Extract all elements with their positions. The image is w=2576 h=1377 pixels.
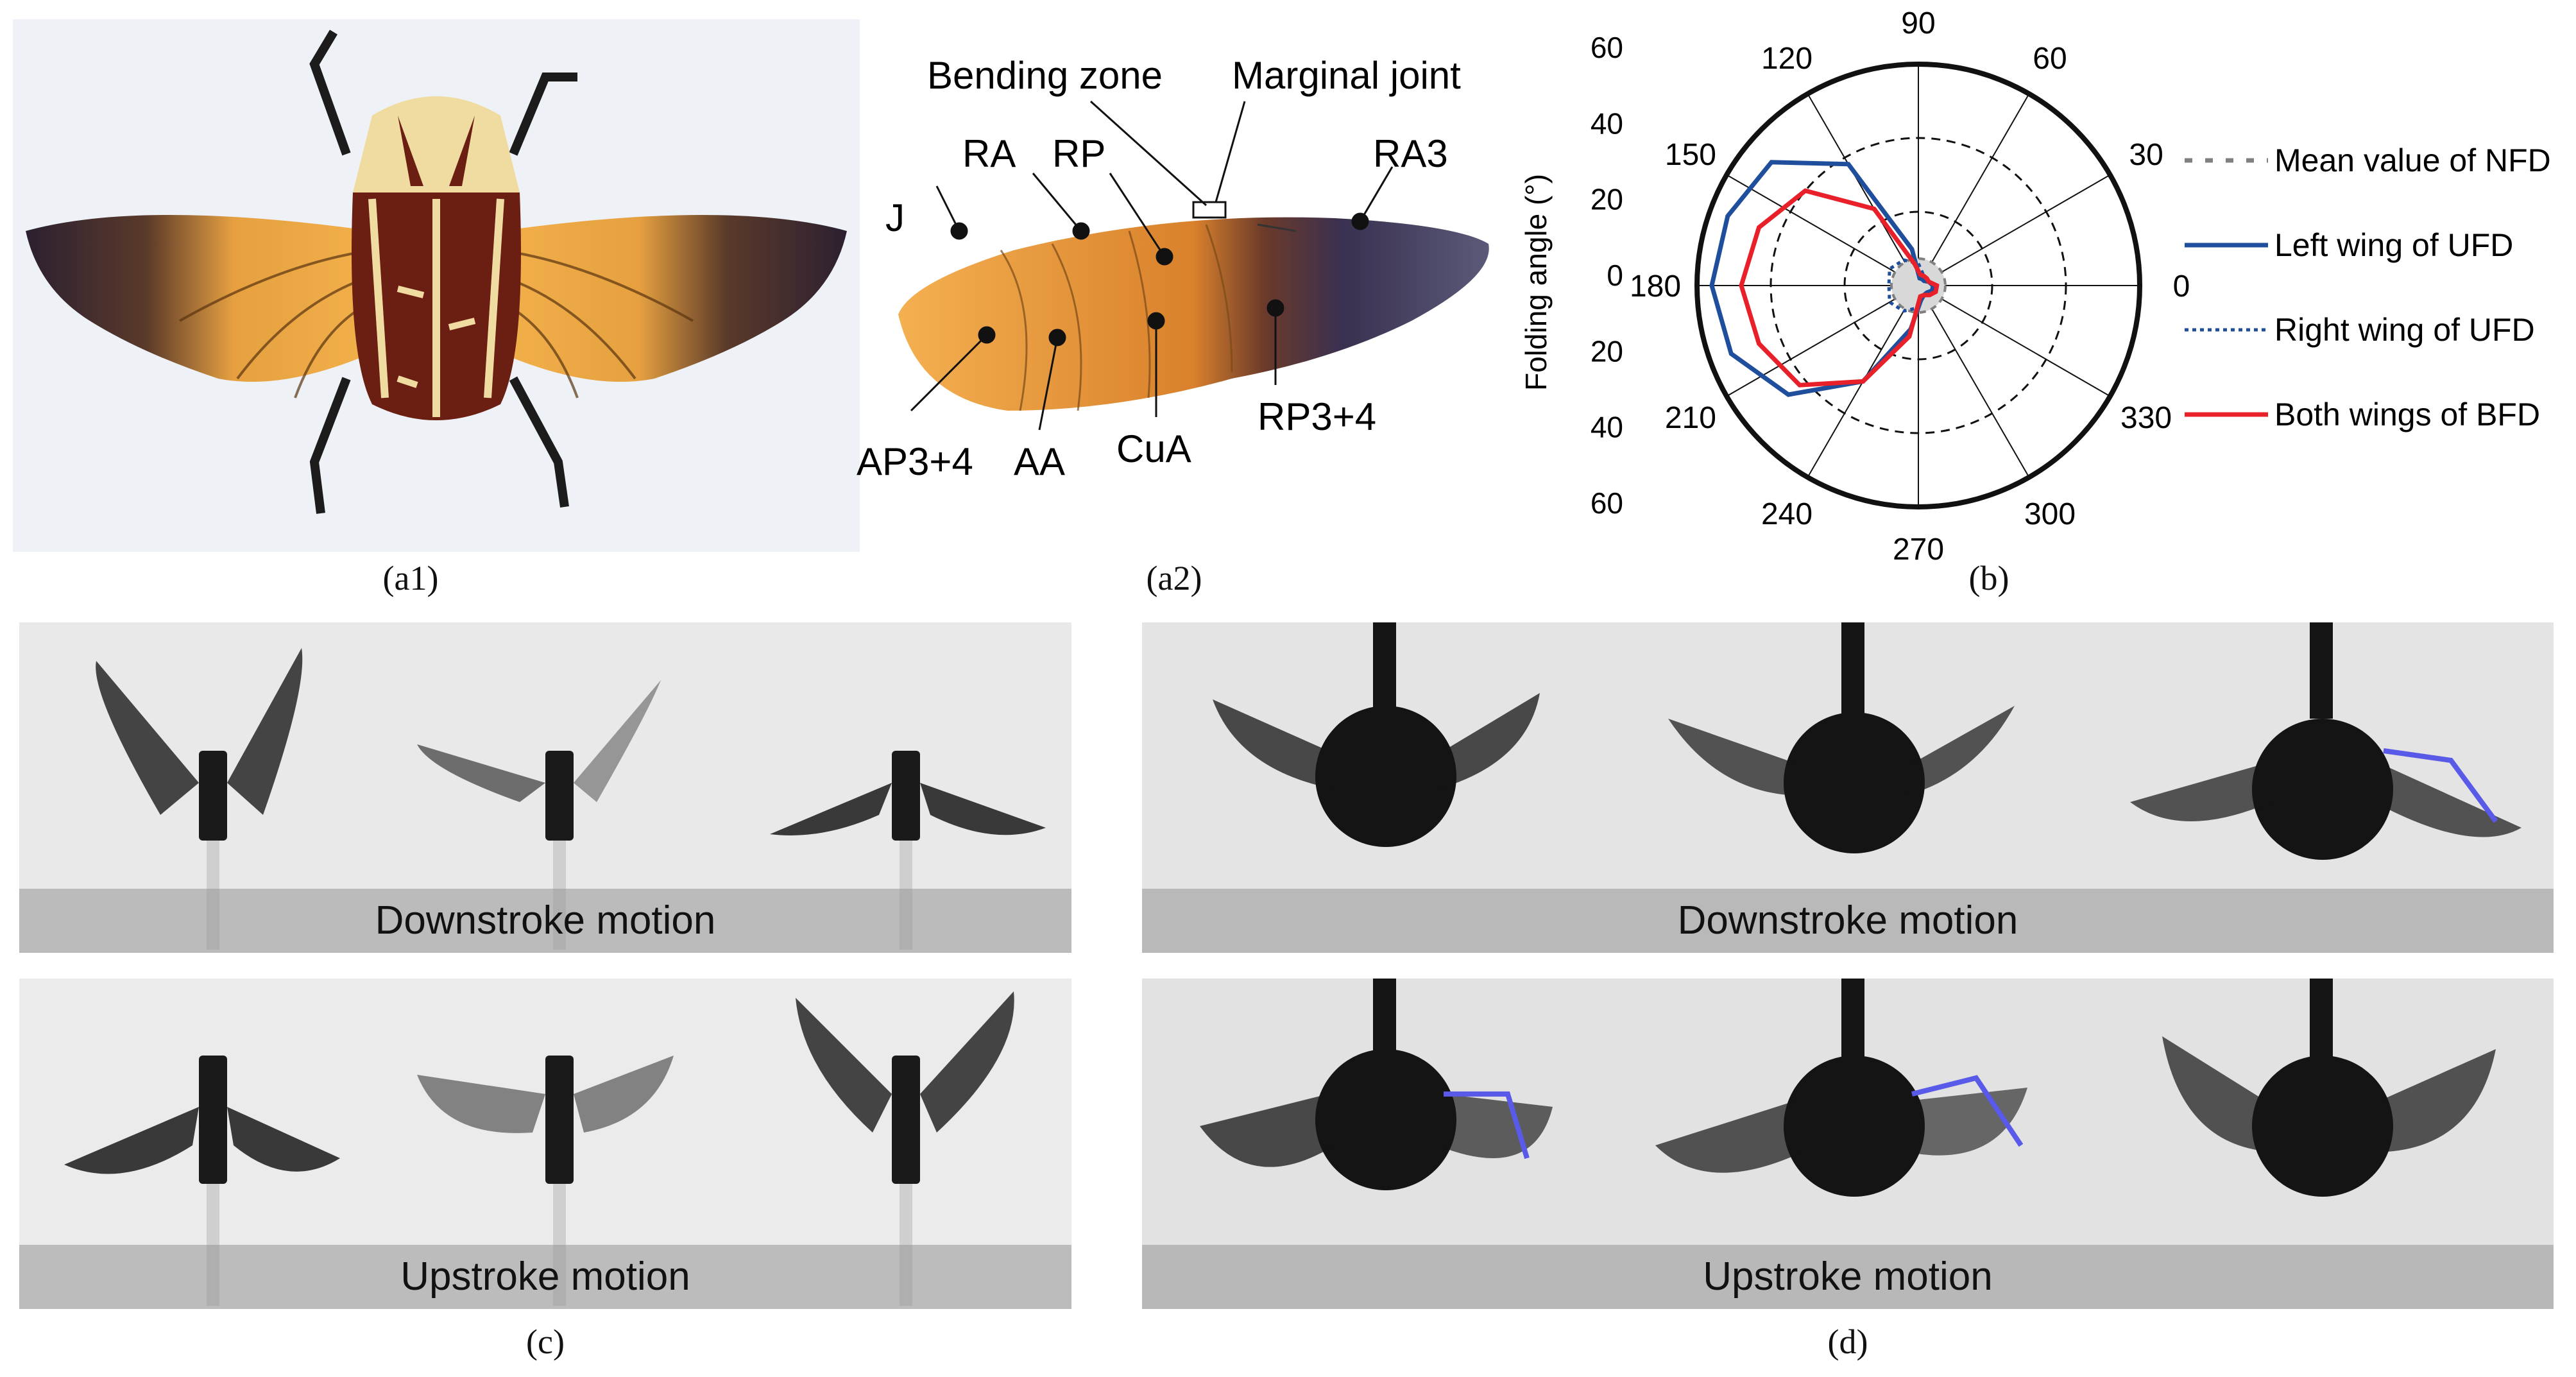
radial-tick-label: 20 [1591,334,1623,368]
c-downstroke-label: Downstroke motion [19,889,1071,953]
angle-tick-label: 180 [1630,269,1681,304]
label-ra: RA [962,132,1016,175]
label-ra3: RA3 [1373,132,1448,175]
angle-tick-label: 210 [1665,401,1716,435]
radial-tick-label: 40 [1591,411,1623,444]
angle-tick-label: 150 [1665,138,1716,172]
polar-chart: Folding angle (°) 60 40 20 0 20 40 60 0 30 60 90 1… [1519,6,2551,567]
panel-c: Downstroke motion Upstroke motion [19,622,1071,1335]
polar-spoke-300 [1918,285,2030,478]
caption-a1: (a1) [382,559,439,597]
folding-angle-axis-label: Folding angle (°) [1519,174,1553,391]
label-cua: CuA [1116,427,1191,470]
polar-spoke-60 [1918,93,2030,286]
label-j: J [885,196,905,239]
angle-tick-label: 300 [2024,497,2076,531]
panel-a1 [13,19,860,552]
caption-d: (d) [1827,1322,1868,1361]
polar-spoke-30 [1918,174,2111,286]
angle-tick-label: 330 [2120,401,2172,435]
d-upstroke-strip: Upstroke motion [1142,979,2554,1309]
legend-label: Both wings of BFD [2274,397,2540,432]
label-rp: RP [1052,132,1105,175]
label-bending-zone: Bending zone [927,54,1163,97]
panel-b: Folding angle (°) 60 40 20 0 20 40 60 0 30 60 90 1… [1514,0,2566,603]
label-marginal-joint: Marginal joint [1232,54,1461,97]
polar-spoke-120 [1807,93,1919,286]
radial-tick-label: 60 [1591,486,1623,520]
d-downstroke-frames [1213,622,2521,860]
angle-tick-label: 270 [1893,533,1944,567]
legend-label: Left wing of UFD [2274,227,2513,263]
wing-diagram: Bending zone Marginal joint RA RP RA3 J … [857,54,1489,483]
label-ap34: AP3+4 [857,440,973,483]
label-rp34: RP3+4 [1258,395,1376,438]
d-downstroke-strip: Downstroke motion [1142,622,2554,953]
legend-label: Right wing of UFD [2274,312,2535,348]
angle-tick-label: 120 [1761,42,1813,76]
legend-label: Mean value of NFD [2274,142,2551,178]
radial-tick-label: 0 [1607,259,1623,292]
series-nfd-mean [1890,257,1947,314]
angle-tick-label: 0 [2173,269,2190,304]
angle-tick-label: 60 [2033,42,2067,76]
panel-a2: Bending zone Marginal joint RA RP RA3 J … [847,38,1514,500]
d-upstroke-frames [1200,979,2496,1197]
polar-spoke-150 [1726,174,1919,286]
angle-tick-label: 240 [1761,497,1813,531]
radial-tick-label: 40 [1591,107,1623,140]
beetle-photo [13,19,860,552]
c-upstroke-label: Upstroke motion [19,1245,1071,1309]
series-line-3 [1739,188,1940,388]
d-upstroke-label: Upstroke motion [1142,1245,2554,1309]
radial-tick-label: 60 [1591,31,1623,64]
panel-d: Downstroke motion Upstroke motion [1142,622,2554,1335]
c-upstroke-strip: Upstroke motion [19,979,1071,1309]
polar-spoke-330 [1918,285,2111,397]
caption-a2: (a2) [1146,559,1202,597]
d-downstroke-label: Downstroke motion [1142,889,2554,953]
polar-spoke-210 [1726,285,1919,397]
angle-tick-label: 30 [2129,138,2163,172]
caption-b: (b) [1968,559,2009,597]
caption-c: (c) [526,1322,565,1361]
label-aa: AA [1014,440,1065,483]
angle-tick-label: 90 [1901,6,1935,40]
c-downstroke-strip: Downstroke motion [19,622,1071,953]
radial-tick-label: 20 [1591,183,1623,216]
